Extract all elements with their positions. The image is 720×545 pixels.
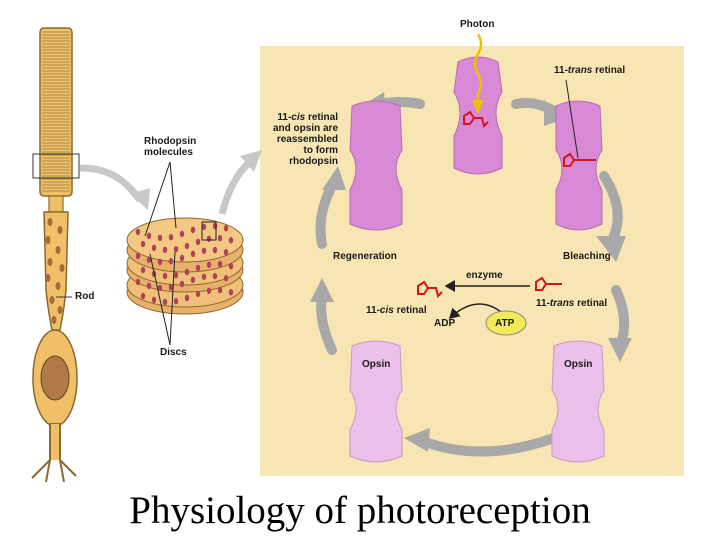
disc-stack	[126, 217, 244, 315]
atp-label: ATP	[495, 318, 515, 329]
trans-retinal-top-label: 11-trans retinal	[554, 65, 625, 76]
rhodopsin-top	[453, 56, 503, 175]
reassembly-rest: retinal	[305, 112, 338, 123]
opsin-left-label: Opsin	[362, 359, 391, 370]
opsin-right	[551, 340, 605, 463]
cis-retinal-rest: retinal	[393, 305, 427, 316]
reassembly-line3: reassembled	[276, 134, 338, 145]
reassembly-line1: 11-cis retinal	[252, 112, 338, 123]
rod-nucleus	[40, 355, 70, 401]
rod-disc-stripes	[42, 31, 70, 192]
atp-badge	[485, 310, 527, 336]
rhodopsin-molecule-dots	[135, 222, 234, 306]
photon-label: Photon	[460, 19, 495, 30]
disc-zoom-box	[201, 221, 217, 241]
rod-cell	[31, 27, 78, 483]
trans-retinal-mid-label: 11-trans retinal	[536, 298, 607, 309]
adp-label: ADP	[434, 318, 456, 329]
cis-retinal-word: cis	[379, 305, 394, 316]
enzyme-label: enzyme	[466, 270, 503, 281]
rod-mitochondria	[45, 218, 65, 324]
reassembly-label: 11-cis retinal and opsin are reassembled…	[252, 112, 338, 167]
slide-title: Physiology of photoreception	[129, 489, 591, 532]
cis-retinal-free	[417, 280, 443, 298]
reassembly-num: 11-	[277, 112, 292, 123]
trans-retinal-top-rest: retinal	[592, 65, 626, 76]
reassembly-line2: and opsin are	[272, 123, 338, 134]
trans-retinal-mid-rest: retinal	[574, 298, 608, 309]
rhodopsin-label-line1: Rhodopsin	[144, 136, 197, 147]
rhodopsin-right	[555, 100, 603, 231]
bleaching-label: Bleaching	[563, 251, 611, 262]
trans-retinal-free	[535, 276, 562, 291]
rhodopsin-left	[349, 100, 403, 231]
reassembly-word: cis	[291, 112, 306, 123]
cis-retinal-top	[463, 110, 489, 128]
discs-label: Discs	[160, 347, 187, 358]
rod-inner-segment	[43, 211, 69, 331]
trans-retinal-mid-num: 11-	[536, 298, 550, 309]
trans-retinal-right	[563, 152, 596, 167]
opsin-right-label: Opsin	[564, 359, 593, 370]
zoom-arrow-rod-to-discs	[79, 164, 143, 203]
trans-retinal-top-num: 11-	[554, 65, 568, 76]
cis-retinal-num: 11-	[366, 305, 380, 316]
trans-retinal-mid-word: trans	[549, 298, 575, 309]
reassembly-line4: to form	[303, 145, 338, 156]
rhodopsin-label-line2: molecules	[144, 147, 193, 158]
reassembly-line5: rhodopsin	[289, 156, 338, 167]
regeneration-label: Regeneration	[333, 251, 397, 262]
rhodopsin-molecules-label: Rhodopsin molecules	[144, 136, 196, 158]
cis-retinal-label: 11-cis retinal	[366, 305, 427, 316]
zoom-arrow-disc-to-panel	[218, 159, 253, 215]
rod-zoom-box	[32, 153, 80, 179]
photon-arrow	[473, 33, 483, 104]
rod-label: Rod	[75, 291, 95, 302]
trans-retinal-top-word: trans	[567, 65, 593, 76]
opsin-left	[349, 340, 403, 463]
